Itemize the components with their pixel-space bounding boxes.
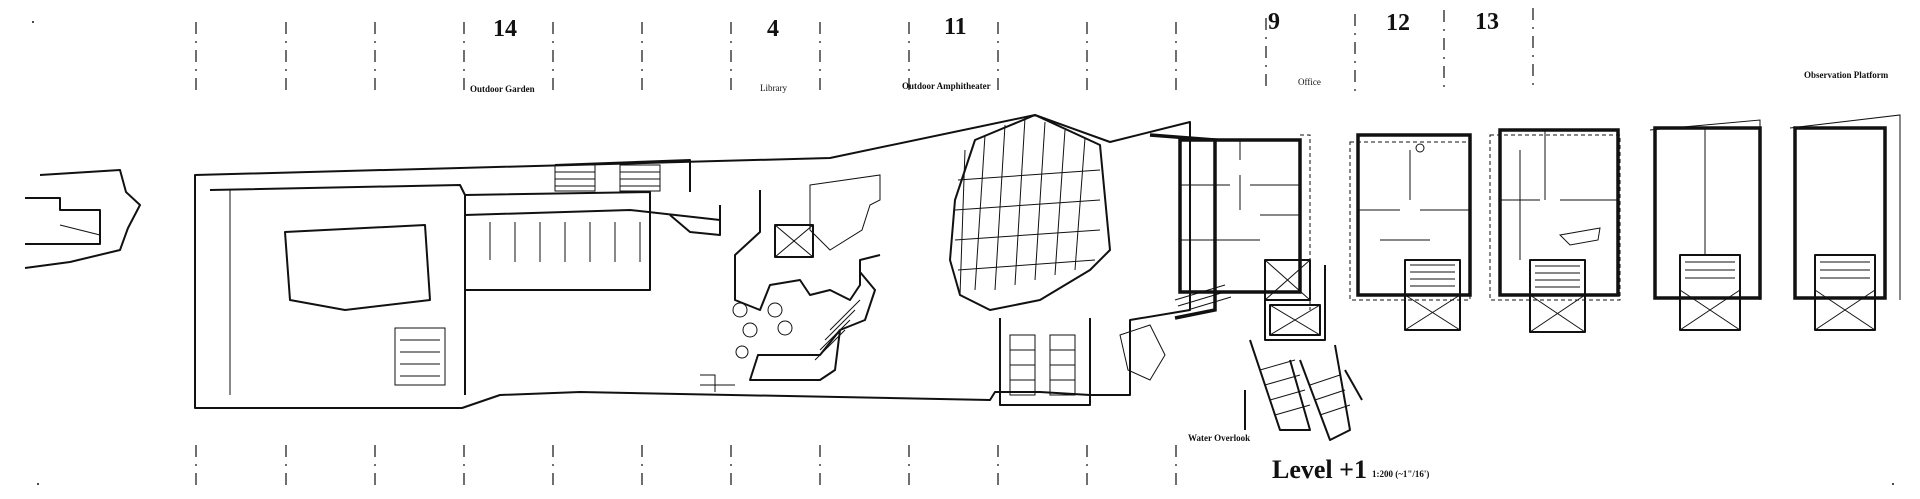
label-outdoor-garden: Outdoor Garden	[470, 84, 535, 94]
amphitheater	[949, 114, 1166, 406]
bay-number-13: 13	[1475, 9, 1499, 35]
grid-lines-bottom	[195, 445, 1177, 488]
label-outdoor-amphitheater: Outdoor Amphitheater	[902, 81, 991, 91]
label-library: Library	[760, 83, 787, 93]
observation-module-a	[1649, 119, 1762, 331]
label-observation-platform: Observation Platform	[1804, 70, 1889, 80]
bay-number-11: 11	[944, 14, 967, 40]
water-overlook	[1244, 339, 1363, 441]
bay-number-14: 14	[493, 16, 517, 42]
drawing-title: Level +1	[1272, 455, 1367, 484]
label-office: Office	[1298, 77, 1321, 87]
module-13	[1489, 128, 1621, 333]
west-entry	[24, 169, 141, 269]
module-12	[1349, 133, 1472, 331]
observation-module-b	[1789, 114, 1901, 331]
grid-lines-top	[195, 8, 1534, 92]
bay-number-12: 12	[1386, 10, 1410, 36]
bay-number-4: 4	[767, 16, 779, 42]
drawing-scale: 1:200 (~1"/16')	[1372, 469, 1430, 479]
label-water-overlook: Water Overlook	[1188, 433, 1251, 443]
main-outline	[194, 114, 1191, 409]
library-wing	[464, 159, 881, 395]
bay-number-9: 9	[1268, 9, 1280, 35]
office-block	[1149, 133, 1326, 341]
margin-marks	[32, 21, 1894, 485]
